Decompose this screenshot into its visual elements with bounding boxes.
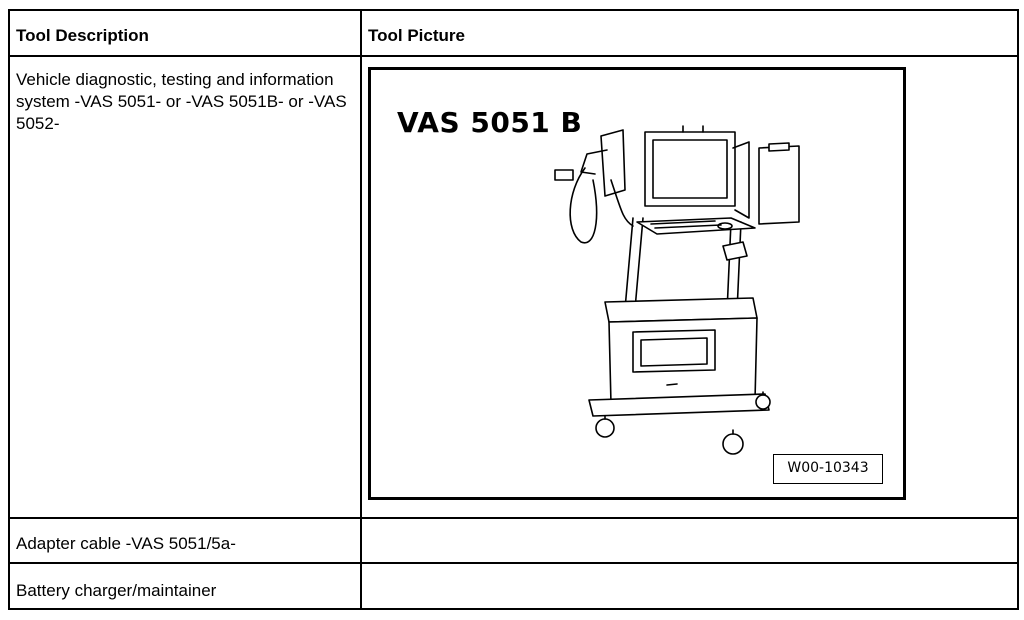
tool-picture-cell — [360, 517, 1019, 564]
probe-arm — [580, 149, 608, 176]
side-handle — [722, 241, 748, 262]
wheel-rear-right — [755, 394, 771, 411]
table-row: Battery charger/maintainer — [8, 561, 1019, 610]
cabinet-drawer-inner — [640, 337, 708, 368]
table-header-row: Tool Description Tool Picture — [8, 8, 1019, 58]
clipboard-panel — [758, 145, 800, 226]
tool-table: Tool Description Tool Picture Vehicle di… — [8, 8, 1019, 610]
wheel-front-right — [722, 433, 744, 456]
tool-description-cell: Adapter cable -VAS 5051/5a- — [8, 517, 362, 564]
diagnostic-cart-illustration — [554, 125, 800, 456]
cabinet-drawer — [632, 329, 716, 374]
tool-description-cell: Vehicle diagnostic, testing and informat… — [8, 55, 362, 520]
mouse — [717, 222, 733, 231]
tool-image-label: VAS 5051 B — [397, 106, 583, 140]
tool-image-code: W00-10343 — [773, 454, 883, 485]
tool-picture-cell — [360, 561, 1019, 610]
cable-loop — [569, 167, 598, 245]
cabinet-handle — [666, 383, 678, 387]
tool-picture-cell: VAS 5051 B — [360, 55, 1019, 520]
probe-holder — [600, 129, 626, 198]
monitor-screen — [652, 139, 728, 200]
table-row: Adapter cable -VAS 5051/5a- — [8, 517, 1019, 564]
clipboard-clip — [768, 142, 790, 153]
header-tool-picture: Tool Picture — [360, 8, 1019, 58]
monitor-handles — [682, 125, 704, 134]
tool-picture-frame: VAS 5051 B — [368, 67, 906, 501]
wheel-front-left — [595, 418, 615, 439]
monitor-side-arm — [732, 141, 750, 220]
cable-drop — [610, 179, 634, 228]
table-row: Vehicle diagnostic, testing and informat… — [8, 55, 1019, 520]
probe-plug — [554, 169, 574, 182]
header-tool-description: Tool Description — [8, 8, 362, 58]
cart-base — [588, 393, 770, 418]
tool-description-cell: Battery charger/maintainer — [8, 561, 362, 610]
keyboard-keys — [650, 220, 722, 230]
wheel-forks — [604, 391, 764, 436]
